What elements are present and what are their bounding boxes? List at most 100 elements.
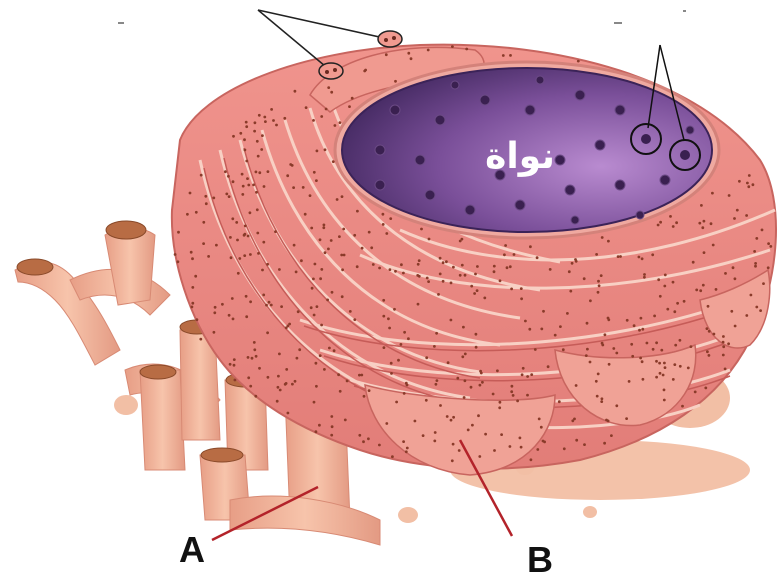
ribosome-dot (383, 346, 386, 349)
ribosome-dot (615, 352, 618, 355)
ribosome-dot (653, 315, 656, 318)
ribosome-dot (754, 262, 757, 265)
ribosome-dot (755, 237, 758, 240)
ribosome-dot (186, 213, 189, 216)
ribosome-dot (403, 331, 406, 334)
ribosome-dot (638, 329, 641, 332)
ribosome-dot (195, 211, 198, 214)
ribosome-dot (452, 266, 455, 269)
ribosome-dot (452, 416, 455, 419)
ribosome-dot (372, 263, 375, 266)
ribosome-dot (261, 134, 264, 137)
ribosome-dot (435, 332, 438, 335)
ribosome-dot (394, 80, 397, 83)
ribosome-dot (336, 198, 339, 201)
ribosome-dot (338, 235, 341, 238)
ribosome-dot (262, 241, 265, 244)
ribosome-dot (407, 52, 410, 55)
ribosome-dot (302, 186, 305, 189)
ribosome-dot (433, 440, 436, 443)
ribosome-dot (663, 285, 666, 288)
ribosome-dot (417, 303, 420, 306)
ribosome-dot (276, 400, 279, 403)
ribosome-dot (439, 257, 442, 260)
ribosome-dot (414, 420, 417, 423)
ribosome-dot (191, 306, 194, 309)
ribosome-dot (353, 318, 356, 321)
ribosome-dot (397, 359, 400, 362)
ribosome-dot (287, 325, 290, 328)
ribosome-dot (348, 105, 351, 108)
ribosome-dot (734, 325, 737, 328)
ribosome-dot (659, 295, 662, 298)
ribosome-dot (213, 331, 216, 334)
ribosome-dot (177, 231, 180, 234)
ribosome-dot (428, 238, 431, 241)
ribosome-dot (643, 276, 646, 279)
ribosome-dot (655, 376, 658, 379)
ribosome-dot (270, 304, 273, 307)
ribosome-dot (476, 289, 479, 292)
ribosome-dot (351, 97, 354, 100)
ribosome-dot (619, 255, 622, 258)
ribosome-dot (672, 378, 675, 381)
ribosome-dot (234, 379, 237, 382)
ribosome-dot (642, 378, 645, 381)
ribosome-dot (510, 288, 513, 291)
ribosome-dot (502, 54, 505, 57)
ribosome-dot (390, 372, 393, 375)
ribosome-dot (461, 355, 464, 358)
ribosome-dot (246, 177, 249, 180)
ribosome-dot (294, 380, 297, 383)
ribosome-dot (261, 269, 264, 272)
ribosome-dot (673, 363, 676, 366)
ribosome-dot (400, 263, 403, 266)
ribosome-dot (385, 53, 388, 56)
ribosome-dot (241, 193, 244, 196)
ribosome-dot (597, 373, 600, 376)
ribosome-dot (569, 290, 572, 293)
ribosome-dot (732, 266, 735, 269)
ribosome-dot (538, 418, 541, 421)
ribosome-dot (245, 125, 248, 128)
ribosome-dot (575, 384, 578, 387)
ribosome-dot (341, 195, 344, 198)
ribosome-dot (450, 419, 453, 422)
ribosome-dot (707, 305, 710, 308)
ribosome-dot (382, 315, 385, 318)
scan-marks (118, 10, 686, 24)
ribosome-dot (252, 184, 255, 187)
ribosome-dot (305, 106, 308, 109)
ribosome-dot (681, 405, 684, 408)
ribosome-dot (585, 354, 588, 357)
ribosome-dot (275, 124, 278, 127)
ribosome-dot (512, 394, 515, 397)
ribosome-dot (528, 328, 531, 331)
ribosome-dot (258, 114, 261, 117)
ribosome-dot (754, 265, 757, 268)
ribosome-dot (530, 373, 533, 376)
ribosome-dot (484, 433, 487, 436)
ribosome-dot (341, 268, 344, 271)
ribosome-dot (242, 185, 245, 188)
ribosome-dot (600, 400, 603, 403)
ribosome-dot (382, 299, 385, 302)
ribosome-dot (673, 310, 676, 313)
ribosome-dot (452, 443, 455, 446)
ribosome-dot (442, 261, 445, 264)
ribosome-dot (745, 314, 748, 317)
ribosome-dot (313, 401, 316, 404)
ribosome-dot (339, 121, 342, 124)
ribosome-dot (320, 324, 323, 327)
ribosome-dot (475, 346, 478, 349)
ribosome-dot (601, 397, 604, 400)
ribosome-dot (542, 440, 545, 443)
ribosome-dot (477, 414, 480, 417)
ribosome-dot (558, 400, 561, 403)
ribosome-dot (270, 108, 273, 111)
label-a: A (179, 529, 205, 570)
ribosome-dot (445, 260, 448, 263)
ribosome-dot (284, 383, 287, 386)
ribosome-dot (583, 277, 586, 280)
ribosome-dot (708, 330, 711, 333)
